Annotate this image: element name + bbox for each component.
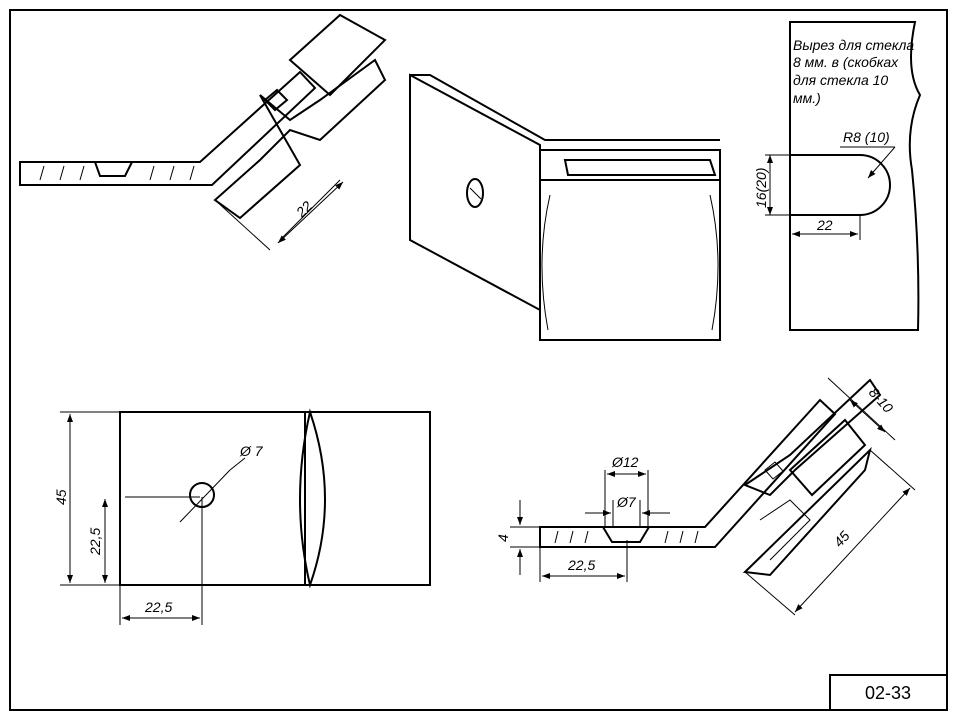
slot-height-dim: 16(20) (753, 168, 769, 208)
slot-depth-dim: 22 (816, 217, 833, 233)
note-line-1: Вырез для стекла (793, 37, 914, 53)
drawing-frame (9, 9, 948, 711)
hole-offset-dim-2: 22,5 (567, 557, 595, 573)
note-line-2: 8 мм. в (скобках (793, 54, 899, 70)
bottom-section-view: Ø12 Ø7 4 22,5 45 8-10 (495, 377, 916, 616)
note-line-3: для стекла 10 (793, 72, 888, 88)
height-dim: 45 (53, 489, 69, 505)
glass-thickness-dim: 8-10 (866, 384, 897, 416)
counterbore-dim: Ø12 (611, 454, 639, 470)
cutout-view: Вырез для стекла 8 мм. в (скобках для ст… (753, 21, 922, 331)
hole-dia-dim: Ø 7 (239, 443, 264, 459)
note-line-4: мм.) (793, 90, 821, 106)
thickness-dim: 4 (495, 534, 511, 542)
hole-height-dim: 22,5 (87, 528, 103, 556)
hole-dia-dim-2: Ø7 (616, 494, 637, 510)
hole-offset-dim: 22,5 (144, 599, 172, 615)
top-section-view: 22 (19, 13, 387, 251)
isometric-view (409, 73, 721, 341)
title-block (829, 674, 948, 711)
radius-dim: R8 (10) (843, 129, 890, 145)
front-view: Ø 7 45 22,5 22,5 (53, 408, 431, 625)
length-dim: 45 (830, 528, 852, 550)
top-depth-dim: 22 (292, 198, 315, 221)
drawing-code: 02-33 (865, 683, 911, 703)
